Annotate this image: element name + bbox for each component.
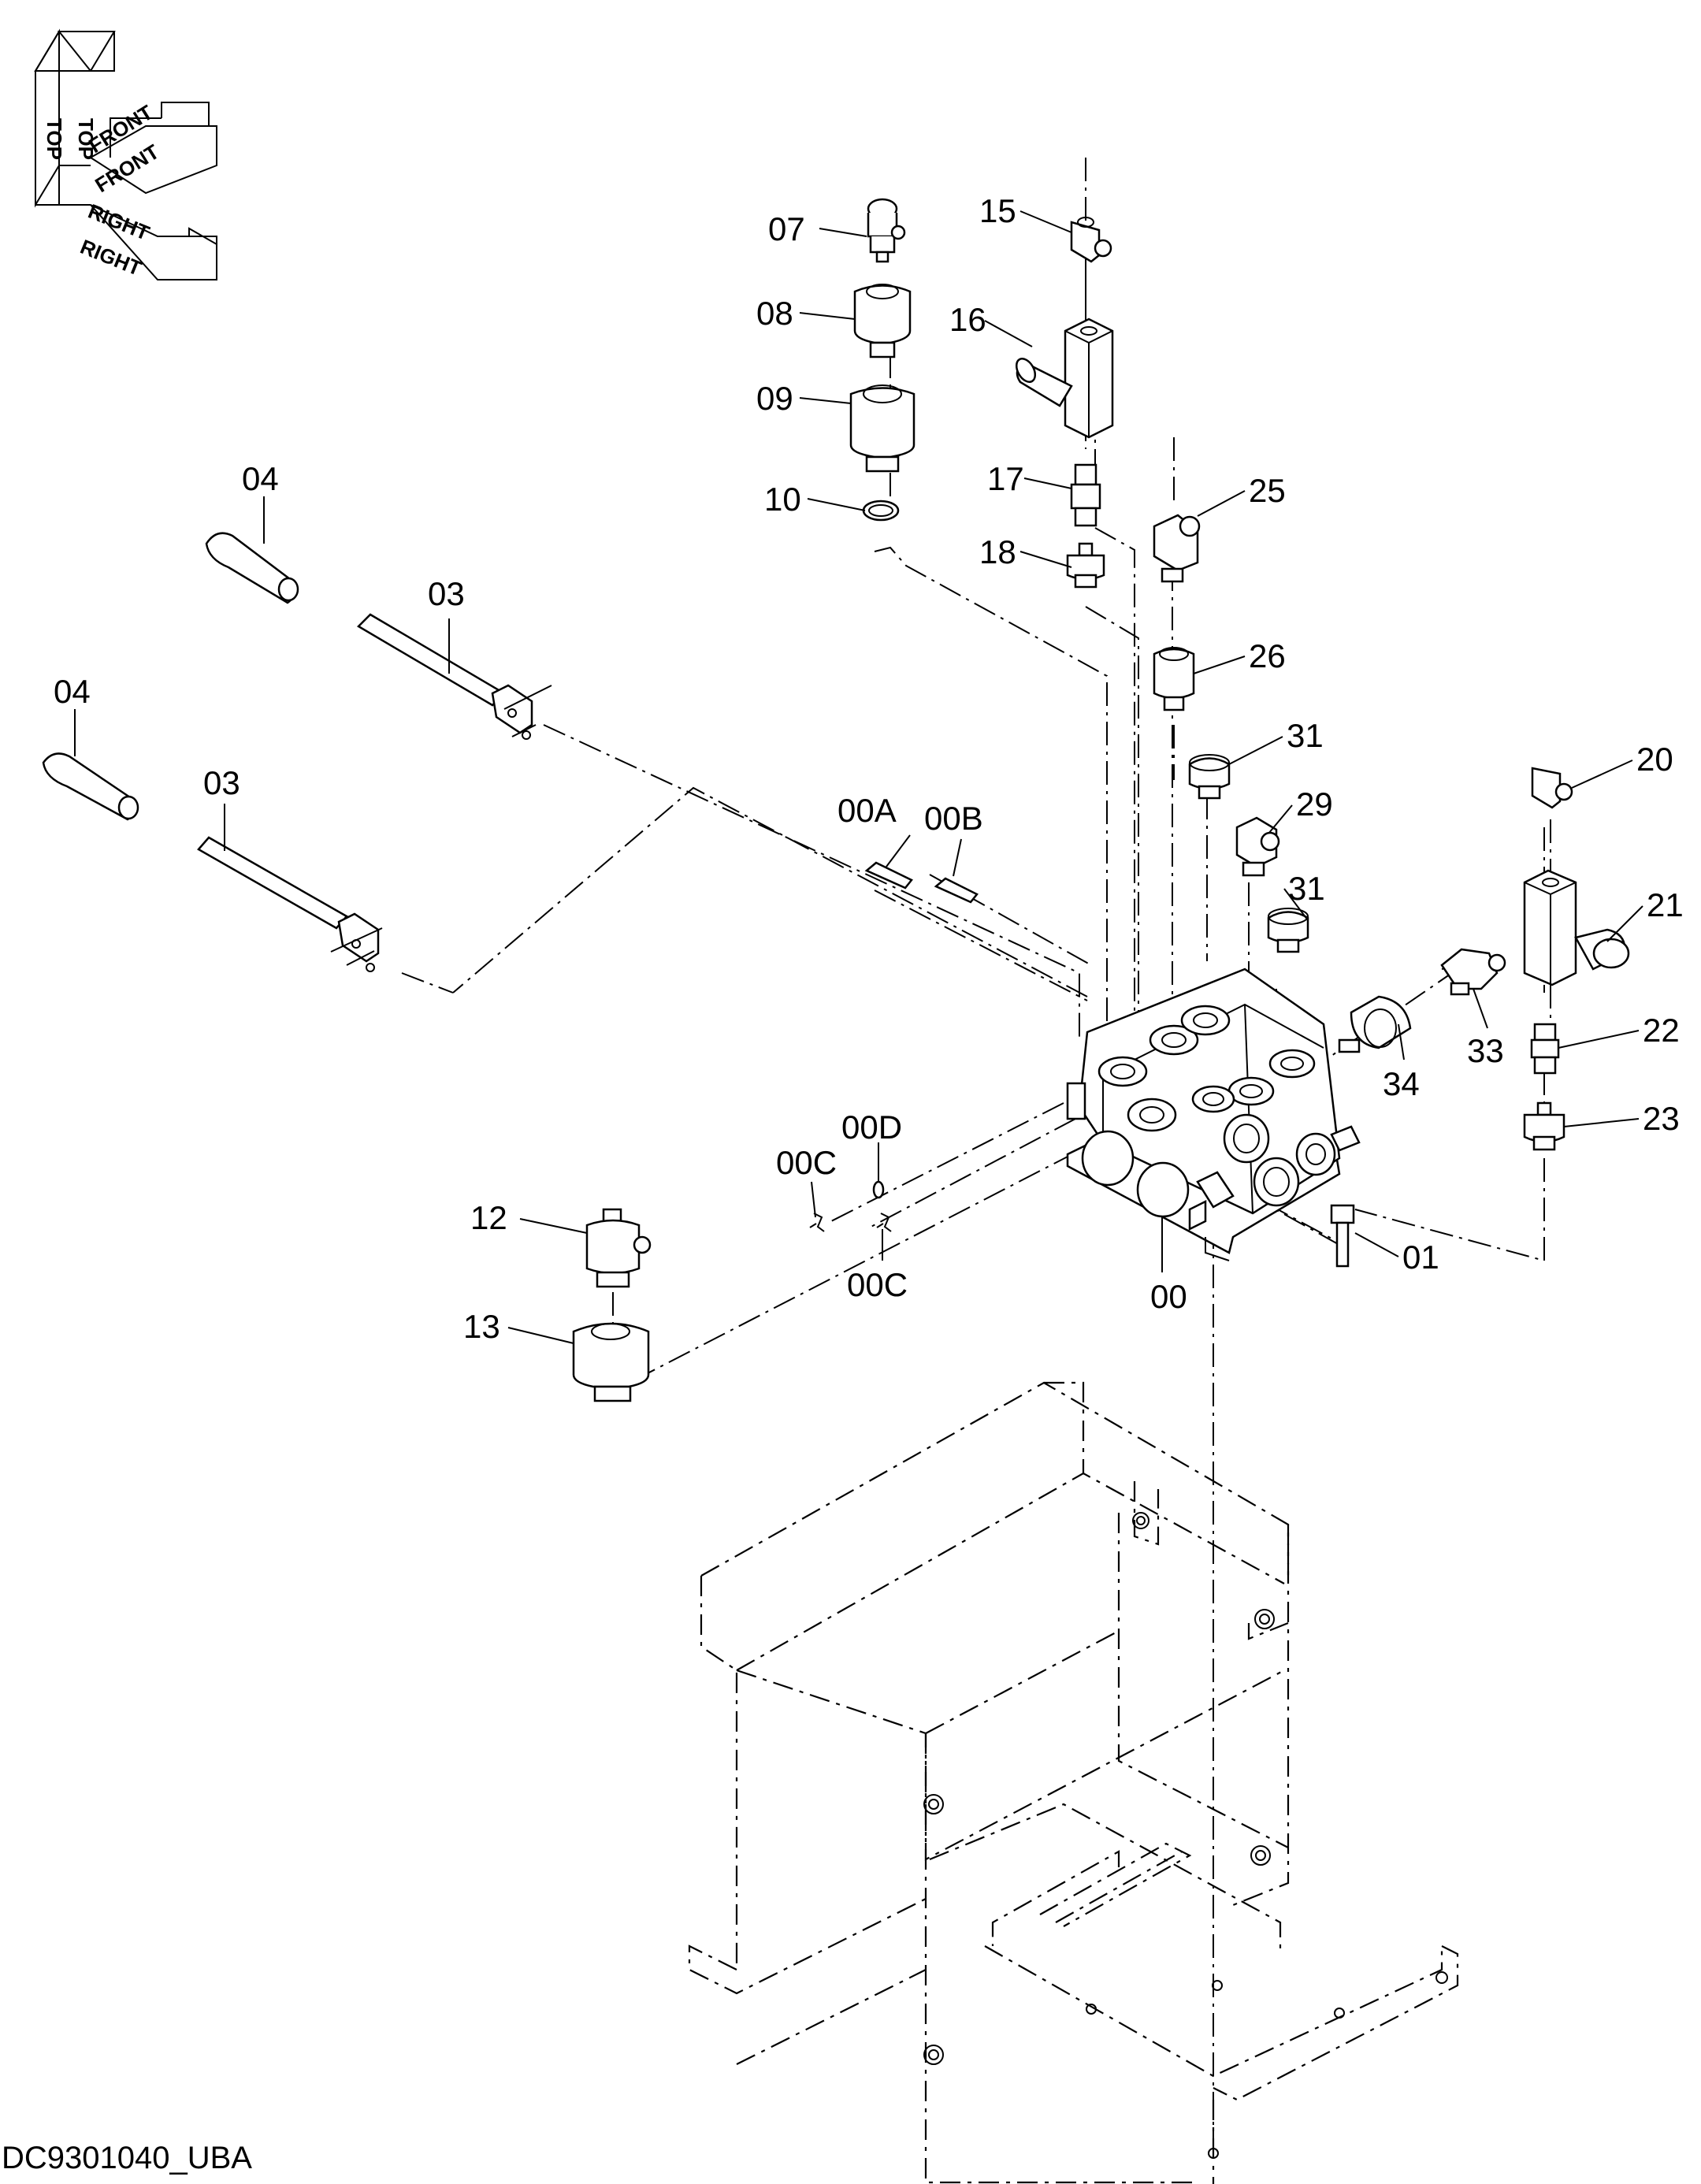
orientation-top-label-2: TOP bbox=[74, 118, 98, 160]
fitting-07-elbow bbox=[867, 198, 906, 263]
washer-00D bbox=[872, 1180, 885, 1199]
callout-03-lower: 03 bbox=[203, 764, 240, 801]
fitting-29-elbow bbox=[1235, 816, 1280, 877]
callout-labels: 07 08 09 10 04 03 04 03 15 16 17 18 25 2… bbox=[54, 192, 1684, 1345]
pin-00A bbox=[864, 861, 913, 890]
callout-03-upper: 03 bbox=[428, 575, 465, 612]
callout-07: 07 bbox=[768, 210, 805, 247]
orientation-indicator: TOP TOP FRONT FRONT RIGHT RIGHT bbox=[34, 28, 217, 280]
lever-rod-03-upper bbox=[356, 613, 552, 740]
fitting-09-coupler bbox=[849, 384, 915, 473]
callout-12: 12 bbox=[470, 1199, 507, 1236]
callout-22: 22 bbox=[1643, 1012, 1680, 1049]
callout-00D: 00D bbox=[841, 1109, 902, 1146]
fitting-33-elbow bbox=[1440, 948, 1506, 996]
fitting-15-elbow bbox=[1070, 217, 1112, 263]
callout-26: 26 bbox=[1249, 637, 1286, 674]
frame-bolt-holes bbox=[923, 1512, 1448, 2159]
callout-00C-right: 00C bbox=[847, 1266, 908, 1303]
oring-10 bbox=[862, 500, 900, 522]
callout-29: 29 bbox=[1296, 786, 1333, 823]
fitting-13-coupler bbox=[572, 1322, 650, 1402]
callout-23: 23 bbox=[1643, 1100, 1680, 1137]
control-valve-body bbox=[1066, 968, 1361, 1261]
fitting-18-adapter bbox=[1066, 542, 1105, 589]
fitting-25-elbow bbox=[1153, 514, 1201, 583]
callout-13: 13 bbox=[463, 1308, 500, 1345]
callout-33: 33 bbox=[1467, 1032, 1504, 1069]
orientation-right-label-2: RIGHT bbox=[77, 235, 145, 280]
leader-lines bbox=[74, 210, 1643, 1344]
callout-31-lower: 31 bbox=[1288, 870, 1325, 907]
lever-knob-04-lower bbox=[42, 752, 139, 821]
assembly-centerlines bbox=[401, 158, 1551, 2151]
fitting-12-tee bbox=[585, 1208, 652, 1288]
callout-21: 21 bbox=[1647, 886, 1684, 923]
mounting-frame-hidden bbox=[688, 1381, 1459, 2184]
callout-17: 17 bbox=[987, 460, 1024, 497]
callout-16: 16 bbox=[949, 301, 986, 338]
fitting-23-adapter bbox=[1523, 1101, 1565, 1151]
callout-15: 15 bbox=[979, 192, 1016, 229]
fitting-08-adapter bbox=[853, 284, 912, 358]
fitting-22-nipple bbox=[1530, 1023, 1560, 1075]
callout-08: 08 bbox=[756, 295, 793, 332]
callout-25: 25 bbox=[1249, 472, 1286, 509]
lever-rod-03-lower bbox=[197, 836, 383, 972]
fitting-17-nipple bbox=[1070, 463, 1101, 527]
fitting-34-nut bbox=[1338, 995, 1412, 1053]
pin-00B bbox=[934, 877, 979, 904]
plug-31-lower bbox=[1267, 908, 1309, 953]
block-16 bbox=[1015, 318, 1114, 439]
callout-00A: 00A bbox=[838, 792, 897, 829]
callout-01: 01 bbox=[1402, 1239, 1439, 1276]
lever-knob-04-upper bbox=[205, 532, 299, 604]
block-21 bbox=[1523, 869, 1630, 986]
callout-10: 10 bbox=[764, 481, 801, 518]
fitting-20-elbow bbox=[1531, 767, 1573, 809]
drawing-id: DC9301040_UBA bbox=[2, 2141, 252, 2175]
callout-00B: 00B bbox=[924, 800, 983, 837]
bolt-01 bbox=[1330, 1204, 1355, 1268]
callout-31-upper: 31 bbox=[1287, 717, 1324, 754]
callout-00C-left: 00C bbox=[776, 1144, 837, 1181]
callout-34: 34 bbox=[1383, 1065, 1420, 1102]
callout-04-lower: 04 bbox=[54, 673, 91, 710]
callout-09: 09 bbox=[756, 380, 793, 417]
clip-00C bbox=[809, 1213, 892, 1232]
callout-20: 20 bbox=[1636, 741, 1673, 778]
orientation-top-label: TOP bbox=[43, 118, 66, 160]
fitting-26-coupler bbox=[1153, 647, 1195, 711]
callout-00: 00 bbox=[1150, 1278, 1187, 1315]
callout-18: 18 bbox=[979, 533, 1016, 570]
plug-31-upper bbox=[1188, 754, 1231, 800]
callout-04-upper: 04 bbox=[242, 460, 279, 497]
